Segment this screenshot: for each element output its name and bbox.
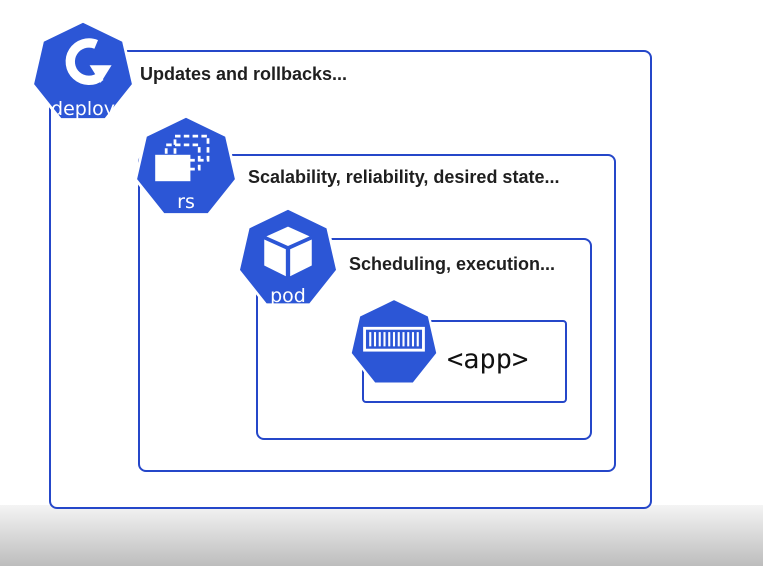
replicaset-badge: rs <box>131 113 241 223</box>
container-icon <box>363 326 425 352</box>
replicaset-description: Scalability, reliability, desired state.… <box>248 167 560 187</box>
container-app-label: <app> <box>447 344 529 375</box>
deployment-badge: deploy <box>28 18 138 128</box>
refresh-arrow-icon <box>65 38 112 85</box>
pod-badge: pod <box>234 205 342 313</box>
container-badge <box>345 296 443 391</box>
pod-badge-label: pod <box>270 285 306 307</box>
replicaset-badge-label: rs <box>177 191 195 213</box>
cube-icon <box>264 226 312 277</box>
background-floor <box>0 505 763 566</box>
deployment-badge-label: deploy <box>51 98 115 120</box>
deployment-description: Updates and rollbacks... <box>140 64 348 84</box>
pod-description: Scheduling, execution... <box>349 254 556 274</box>
